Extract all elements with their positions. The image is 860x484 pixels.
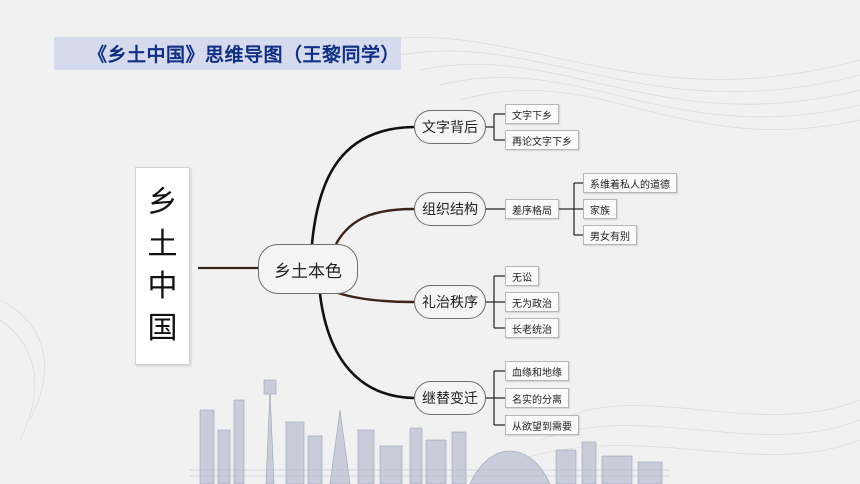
branch-connector-1 xyxy=(310,125,415,245)
leaf-node: 无讼 xyxy=(505,266,539,286)
root-char: 乡 xyxy=(147,185,178,220)
leaf-node: 血缘和地缘 xyxy=(505,361,569,381)
center-node-label: 乡土本色 xyxy=(274,261,342,282)
root-char: 国 xyxy=(147,311,178,346)
branch-node-1: 文字背后 xyxy=(414,110,486,144)
branch4-leaf-connectors xyxy=(486,370,505,426)
branch-node-2: 组织结构 xyxy=(414,192,486,226)
leaf-node: 无为政治 xyxy=(505,292,559,312)
root-char: 土 xyxy=(147,227,178,262)
leaf-node: 男女有别 xyxy=(583,225,637,245)
leaf-node: 系维着私人的道德 xyxy=(583,173,677,193)
city-skyline-illustration xyxy=(190,379,670,484)
center-node: 乡土本色 xyxy=(258,244,358,294)
leaf-node: 再论文字下乡 xyxy=(505,130,579,150)
leaf-node: 从欲望到需要 xyxy=(505,415,579,435)
leaf-node: 长老统治 xyxy=(505,318,559,338)
branch-node-label: 文字背后 xyxy=(422,120,478,136)
branch-node-4: 继替变迁 xyxy=(414,381,486,415)
branch-node-label: 组织结构 xyxy=(422,202,478,218)
page-title: 《乡土中国》思维导图（王黎同学） xyxy=(88,44,401,66)
branch2-leaf-connectors xyxy=(486,182,583,236)
root-char: 中 xyxy=(147,269,178,304)
branch-node-label: 继替变迁 xyxy=(422,391,478,407)
root-node: 乡 土 中 国 xyxy=(135,167,190,365)
branch3-leaf-connectors xyxy=(486,275,505,329)
leaf-node: 家族 xyxy=(583,199,617,219)
branch-connector-3 xyxy=(337,291,415,304)
branch-connector-2 xyxy=(334,207,415,245)
title-banner: 《乡土中国》思维导图（王黎同学） xyxy=(54,37,401,70)
branch-node-3: 礼治秩序 xyxy=(414,285,486,319)
leaf-node: 名实的分离 xyxy=(505,388,569,408)
leaf-node: 文字下乡 xyxy=(505,104,559,124)
branch-node-label: 礼治秩序 xyxy=(422,295,478,311)
branch1-leaf-connectors xyxy=(486,113,505,141)
branch-connector-4 xyxy=(318,293,415,400)
mid-node: 差序格局 xyxy=(505,199,559,219)
